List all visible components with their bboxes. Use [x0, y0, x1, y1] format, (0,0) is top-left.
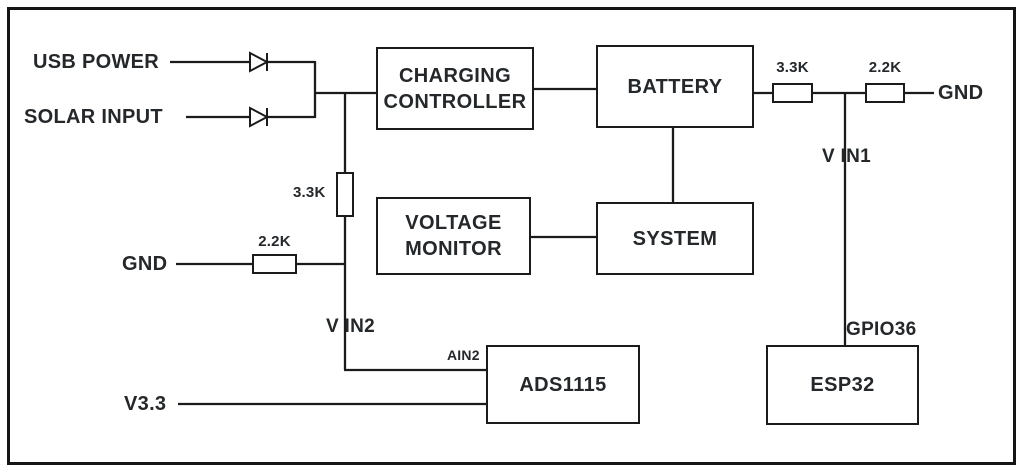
label-resistor-3.3k-left: 3.3K — [293, 184, 326, 201]
block-voltage-monitor-label: VOLTAGE MONITOR — [405, 212, 502, 260]
block-system-label: SYSTEM — [632, 227, 718, 250]
block-charging-controller: CHARGING CONTROLLER — [376, 47, 534, 130]
label-solar-input: SOLAR INPUT — [24, 106, 163, 128]
block-battery: BATTERY — [596, 45, 754, 128]
block-voltage-monitor: VOLTAGE MONITOR — [376, 197, 531, 275]
diagram-border — [7, 7, 1016, 465]
wire-power-inputs-junction — [170, 60, 376, 119]
resistor-3.3k-right-icon — [772, 83, 813, 103]
block-esp32: ESP32 — [766, 345, 919, 425]
diode-usb-icon — [249, 51, 270, 73]
label-ain2: AIN2 — [447, 347, 480, 363]
label-gnd-left: GND — [122, 253, 168, 275]
resistor-3.3k-left-icon — [336, 172, 354, 217]
wire-vin2-to-ads1115 — [343, 93, 486, 372]
label-v33: V3.3 — [124, 393, 167, 415]
diode-solar-icon — [249, 106, 270, 128]
resistor-2.2k-left-icon — [252, 254, 297, 274]
label-gpio36: GPIO36 — [846, 319, 917, 340]
block-esp32-label: ESP32 — [810, 374, 875, 396]
block-charging-controller-label: CHARGING CONTROLLER — [383, 64, 527, 113]
block-ads1115: ADS1115 — [486, 345, 640, 424]
block-ads1115-label: ADS1115 — [519, 373, 607, 396]
block-system: SYSTEM — [596, 202, 754, 275]
label-resistor-2.2k-left: 2.2K — [258, 233, 291, 250]
label-usb-power: USB POWER — [33, 51, 160, 73]
block-battery-label: BATTERY — [627, 75, 723, 98]
resistor-2.2k-right-icon — [865, 83, 905, 103]
label-gnd-right: GND — [938, 82, 984, 104]
label-resistor-3.3k-right: 3.3K — [776, 59, 809, 76]
label-resistor-2.2k-right: 2.2K — [868, 59, 902, 76]
label-v-in2: V IN2 — [326, 316, 376, 337]
label-v-in1: V IN1 — [822, 146, 872, 167]
